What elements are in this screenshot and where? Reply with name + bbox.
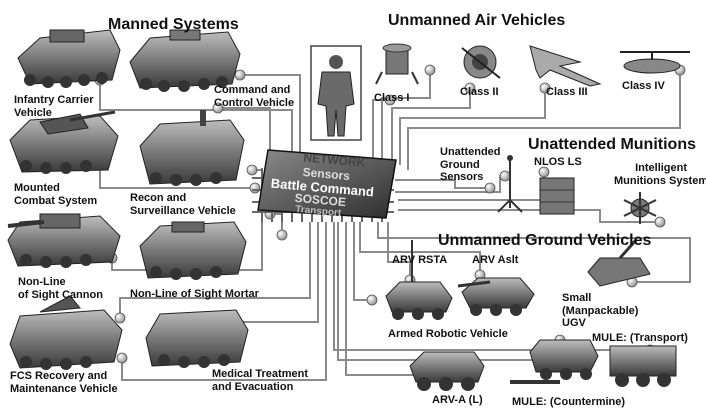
- mule-transport-image: [609, 345, 677, 387]
- hub-network-label: NETWORK: [303, 150, 366, 169]
- uav-class-1-image: [375, 43, 419, 85]
- uav-class-4-image: [620, 51, 690, 74]
- network-hub-chip: NETWORK Sensors Battle Command SOSCOE Tr…: [252, 149, 397, 222]
- label-uav-class-1: Class I: [374, 92, 410, 104]
- hub-sensors-label: Sensors: [302, 165, 351, 183]
- label-arv-aslt: ARV Aslt: [472, 254, 519, 266]
- small-ugv-image: [587, 239, 651, 287]
- hub-soscoe-label: SOSCOE: [294, 191, 346, 209]
- hub-transport-label: Transport: [295, 204, 343, 219]
- medical-evacuation-vehicle-image: [145, 309, 249, 368]
- label-small-ugv: Small(Manpackable)UGV: [562, 292, 639, 330]
- label-uav-class-4: Class IV: [622, 80, 665, 92]
- nlos-cannon-image: [7, 213, 121, 268]
- command-control-vehicle-image: [129, 29, 241, 92]
- label-uav-class-2: Class II: [460, 86, 499, 98]
- mounted-combat-system-image: [9, 110, 119, 174]
- arv-rsta-image: [385, 240, 453, 320]
- fcs-recovery-vehicle-image: [9, 295, 123, 370]
- uav-class-3-image: [529, 45, 602, 87]
- arv-aslt-image: [457, 277, 535, 316]
- infantry-carrier-vehicle-image: [17, 29, 121, 88]
- label-nlos-mortar: Non-Line of Sight Mortar: [130, 288, 259, 300]
- arv-a-l-image: [409, 351, 485, 391]
- label-mule-transport: MULE: (Transport): [592, 332, 688, 344]
- recon-surveillance-vehicle-image: [139, 110, 245, 186]
- intelligent-munitions-image: [623, 192, 657, 224]
- label-uav-class-3: Class III: [546, 86, 588, 98]
- label-arv-rsta: ARV RSTA: [392, 254, 448, 266]
- ground-sensor-image: [497, 155, 523, 213]
- heading-unmanned-ground-vehicles: Unmanned Ground Vehicles: [438, 232, 652, 249]
- uav-class-2-image: [461, 45, 501, 79]
- label-arv-a-l: ARV-A (L): [432, 394, 483, 406]
- label-armed-robotic-vehicle: Armed Robotic Vehicle: [388, 328, 508, 340]
- heading-unmanned-air-vehicles: Unmanned Air Vehicles: [388, 12, 566, 29]
- nlos-ls-image: [539, 177, 575, 215]
- nlos-mortar-image: [139, 221, 247, 280]
- heading-unattended-munitions: Unattended Munitions: [528, 136, 696, 153]
- label-nlos-ls: NLOS LS: [534, 156, 582, 168]
- mule-countermine-image: [510, 339, 599, 384]
- label-mule-countermine: MULE: (Countermine): [512, 396, 626, 408]
- soldier-image: [310, 45, 362, 141]
- heading-manned-systems: Manned Systems: [108, 16, 239, 33]
